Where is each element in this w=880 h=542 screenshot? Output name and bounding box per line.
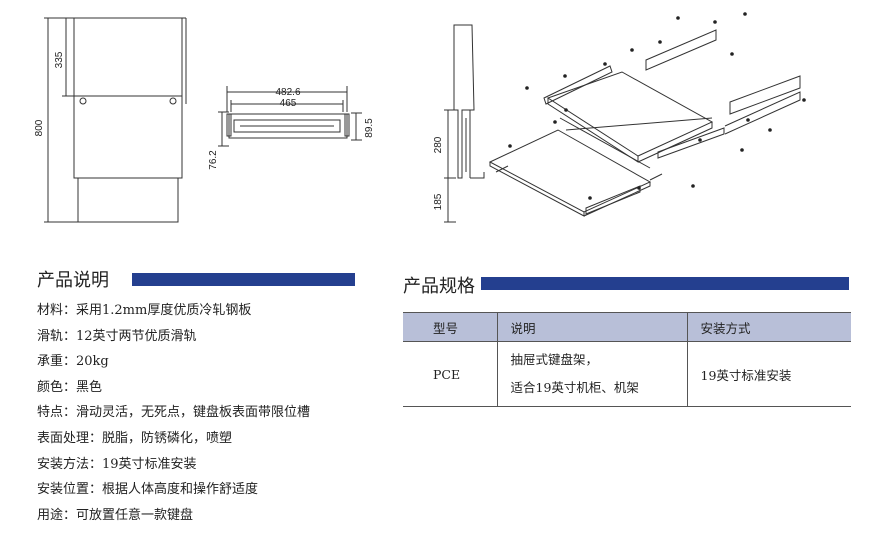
exploded-view-drawing xyxy=(488,29,801,217)
description-title: 产品说明 xyxy=(37,270,109,291)
table-row: PCE 抽屉式键盘架， 适合19英寸机柜、机架 19英寸标准安装 xyxy=(403,341,851,407)
description-line: 安装位置：根据人体高度和操作舒适度 xyxy=(37,482,259,498)
description-line: 表面处理：脱脂，防锈磷化，喷塑 xyxy=(37,430,233,446)
top-dim-depth: 76.2 xyxy=(208,150,219,170)
side-dim-upper: 280 xyxy=(433,136,444,153)
spec-cell-install: 19英寸标准安装 xyxy=(686,341,851,407)
description-list: 材料：采用1.2mm厚度优质冷轧钢板 滑轨：12英寸两节优质滑轨 承重：20kg… xyxy=(37,298,310,528)
side-dim-lower: 185 xyxy=(433,193,444,210)
description-line: 滑轨：12英寸两节优质滑轨 xyxy=(37,328,197,344)
description-line: 材料：采用1.2mm厚度优质冷轧钢板 xyxy=(37,303,252,318)
description-line: 用途：可放置任意一款键盘 xyxy=(37,507,194,523)
side-view-drawing xyxy=(444,24,485,223)
spec-cell-model: PCE xyxy=(403,341,497,407)
top-dim-inner-width: 465 xyxy=(280,98,297,109)
description-line: 特点：滑动灵活，无死点，键盘板表面带限位槽 xyxy=(37,405,311,421)
description-line: 颜色：黑色 xyxy=(37,379,103,395)
top-dim-height: 89.5 xyxy=(364,118,375,138)
description-line: 安装方法：19英寸标准安装 xyxy=(37,456,197,472)
screw-markers xyxy=(508,12,806,200)
spec-header-install: 安装方式 xyxy=(686,312,851,342)
description-line: 承重：20kg xyxy=(37,354,109,370)
spec-cell-desc-line1: 抽屉式键盘架， xyxy=(510,352,599,367)
spec-header-model: 型号 xyxy=(403,312,497,342)
spec-title-bar xyxy=(481,277,849,290)
top-dim-outer-width: 482.6 xyxy=(275,87,300,98)
front-dim-total: 800 xyxy=(34,119,45,136)
front-view-drawing xyxy=(44,17,187,223)
spec-header-desc: 说明 xyxy=(496,312,687,342)
spec-cell-desc: 抽屉式键盘架， 适合19英寸机柜、机架 xyxy=(496,341,687,407)
top-view-drawing xyxy=(218,86,362,147)
technical-drawings: 800 335 482.6 465 89.5 76.2 280 185 xyxy=(34,12,806,223)
spec-title: 产品规格 xyxy=(403,276,475,297)
description-title-bar xyxy=(132,273,355,286)
spec-header-row: 型号 说明 安装方式 xyxy=(403,312,851,342)
spec-cell-desc-line2: 适合19英寸机柜、机架 xyxy=(510,380,639,395)
spec-table: 型号 说明 安装方式 PCE 抽屉式键盘架， 适合19英寸机柜、机架 19英寸标… xyxy=(403,312,851,407)
front-dim-upper: 335 xyxy=(54,51,65,68)
